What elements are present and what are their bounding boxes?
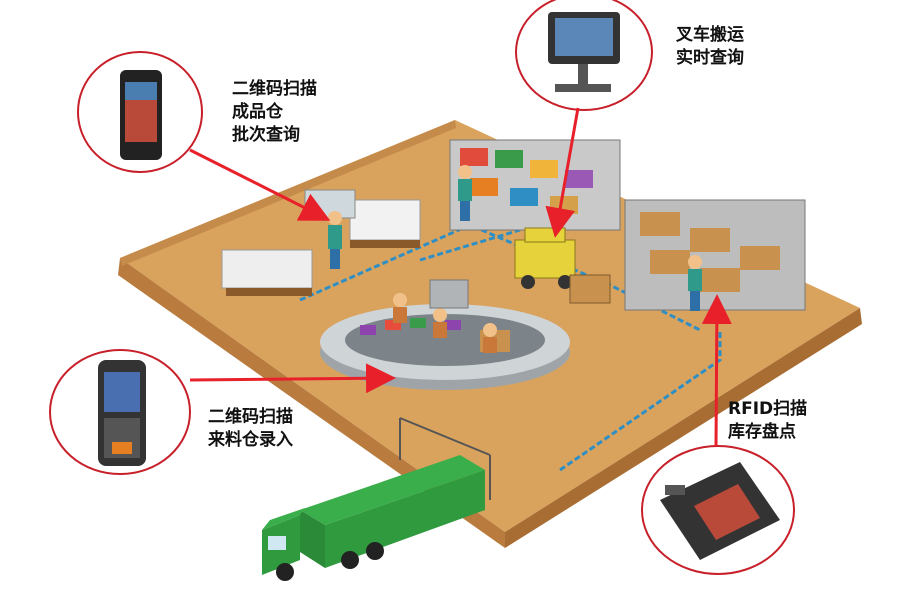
- workers: [328, 165, 702, 311]
- arrow-incoming: [189, 363, 396, 394]
- label-line: 成品仓: [232, 102, 283, 122]
- rugged-handheld-icon: [98, 360, 146, 466]
- label-line: 实时查询: [676, 48, 744, 68]
- callout-rfid: [641, 445, 795, 575]
- handheld-phone-icon: [120, 70, 162, 160]
- rfid-gate: [399, 417, 491, 500]
- callout-arrows: [189, 107, 732, 447]
- label-line: 批次查询: [232, 125, 300, 145]
- vehicle-tablet-icon: [548, 12, 620, 92]
- callout-finished-goods: [77, 51, 203, 173]
- label-line: 来料仓录入: [208, 430, 293, 450]
- label-incoming: 二维码扫描 来料仓录入: [208, 406, 293, 452]
- arrow-finished-goods: [189, 148, 331, 221]
- callout-incoming: [49, 349, 191, 475]
- label-line: 二维码扫描: [208, 407, 293, 427]
- truck: [262, 455, 485, 581]
- label-finished-goods: 二维码扫描 成品仓 批次查询: [232, 78, 317, 147]
- label-line: RFID扫描: [728, 399, 808, 419]
- arrow-rfid: [701, 294, 732, 447]
- storage-shelves: [449, 139, 806, 311]
- arrow-forklift: [545, 107, 580, 238]
- label-line: 叉车搬运: [676, 25, 744, 45]
- rfid-reader-icon: [660, 462, 780, 560]
- label-line: 库存盘点: [728, 422, 796, 442]
- label-rfid: RFID扫描 库存盘点: [728, 398, 807, 444]
- label-line: 二维码扫描: [232, 79, 317, 99]
- callout-forklift: [515, 0, 653, 111]
- label-forklift: 叉车搬运 实时查询: [676, 24, 744, 70]
